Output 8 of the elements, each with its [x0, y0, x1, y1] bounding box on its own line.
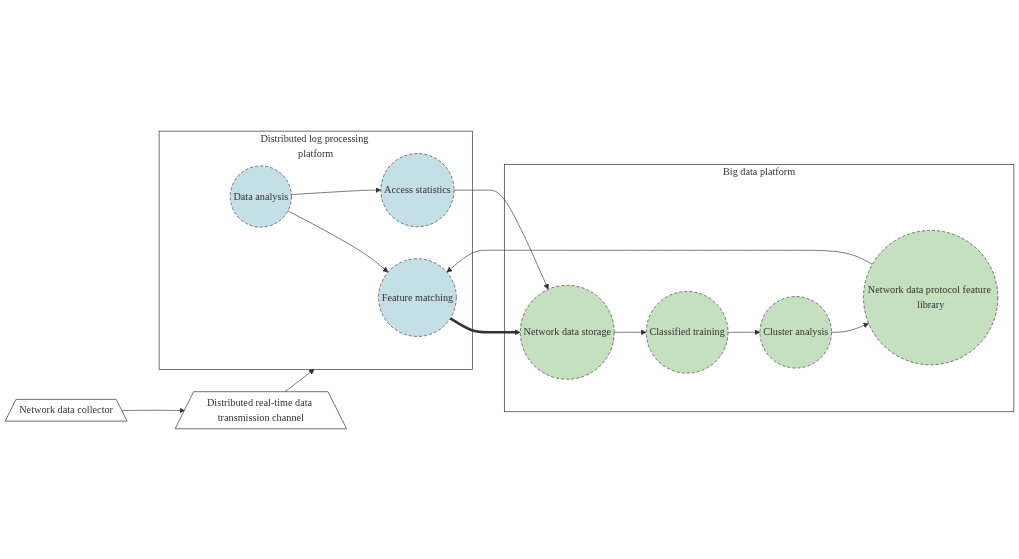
node-circle: Cluster analysis — [759, 295, 832, 368]
node-circle: Network data protocol feature library — [863, 229, 999, 365]
node-circle: Access statistics — [380, 152, 455, 227]
arrow — [449, 316, 521, 335]
node-circle: Data analysis — [229, 165, 292, 227]
node-circle: Network data storage — [519, 284, 615, 380]
node-circle: Classified training — [645, 290, 729, 373]
node-circle: Feature matching — [378, 257, 457, 337]
